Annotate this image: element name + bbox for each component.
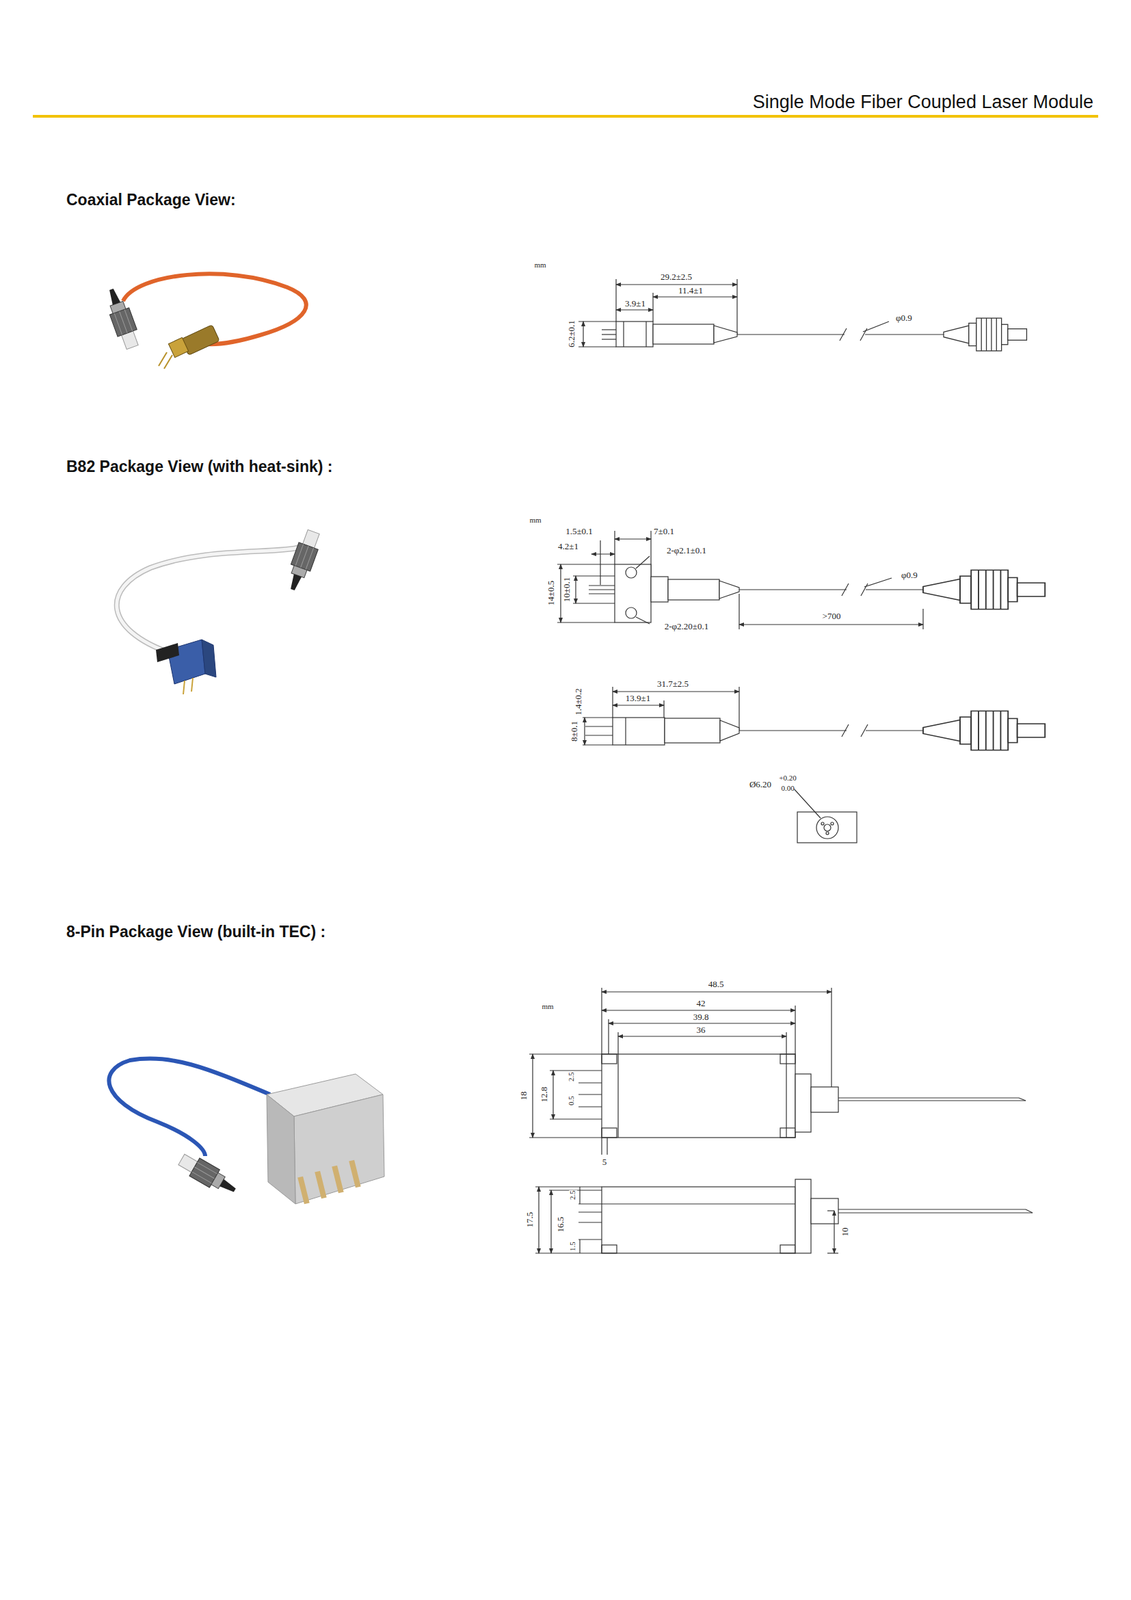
dimension-label: 2.5 <box>567 1071 576 1082</box>
dimension-label: 10±0.1 <box>562 576 572 603</box>
dimension-label: 4.2±1 <box>557 541 580 552</box>
dimension-label: 29.2±2.5 <box>659 272 693 282</box>
dimension-label: 6.2±0.1 <box>566 319 577 349</box>
section-heading: B82 Package View (with heat-sink) : <box>66 458 333 475</box>
dimension-label: 17.5 <box>525 1211 535 1229</box>
dimension-label: mm <box>529 516 541 525</box>
page-title: Single Mode Fiber Coupled Laser Module <box>752 92 1094 112</box>
coaxial-photo <box>101 273 307 369</box>
dimension-label: 2.5 <box>568 1189 578 1200</box>
dimension-label: 8±0.1 <box>569 720 580 742</box>
dimension-label: 11.4±1 <box>677 285 704 296</box>
b82-top-drawing <box>557 530 1045 630</box>
dimension-label: 18 <box>519 1090 529 1101</box>
dimension-label: 0.00 <box>780 784 794 793</box>
coaxial-drawing <box>578 278 1027 351</box>
dimension-label: φ0.9 <box>900 570 919 580</box>
dimension-label: 16.5 <box>555 1215 566 1233</box>
dimension-label: 7±0.1 <box>653 526 675 537</box>
dimension-label: 42 <box>696 998 707 1008</box>
dimension-label: 39.8 <box>692 1012 710 1022</box>
dimension-label: 1.5 <box>568 1241 578 1251</box>
eight-pin-photo <box>108 1057 385 1204</box>
dimension-label: 5 <box>601 1156 608 1167</box>
dimension-label: 10 <box>840 1226 850 1237</box>
dimension-label: 2-φ2.20±0.1 <box>663 621 710 632</box>
dimension-label: 1.4±0.2 <box>573 687 584 716</box>
dimension-label: 14±0.5 <box>546 579 556 606</box>
dimension-label: 48.5 <box>707 979 725 989</box>
section-heading: 8-Pin Package View (built-in TEC) : <box>66 923 326 940</box>
dimension-label: 36 <box>696 1025 707 1035</box>
dimension-label: 1.5±0.1 <box>564 526 594 537</box>
dimension-label: Ø6.20 <box>748 779 773 790</box>
dimension-label: φ0.9 <box>895 313 913 323</box>
eight-pin-side-drawing <box>535 1178 1033 1253</box>
dimension-label: 12.8 <box>539 1085 550 1103</box>
header-rule <box>32 114 1099 118</box>
section-heading: Coaxial Package View: <box>66 191 236 208</box>
dimension-label: 3.9±1 <box>624 298 647 309</box>
dimension-label: 31.7±2.5 <box>656 679 690 689</box>
dimension-label: 2-φ2.1±0.1 <box>666 545 708 556</box>
dimension-label: 0.5 <box>567 1095 576 1106</box>
b82-photo <box>116 527 324 695</box>
eight-pin-top-drawing <box>529 987 1026 1155</box>
dimension-label: >700 <box>821 611 842 621</box>
dimension-label: mm <box>534 261 546 270</box>
dimension-label: mm <box>541 1002 554 1011</box>
dimension-label: 13.9±1 <box>624 693 651 703</box>
b82-side-drawing <box>582 686 1045 843</box>
dimension-label: +0.20 <box>778 774 796 783</box>
